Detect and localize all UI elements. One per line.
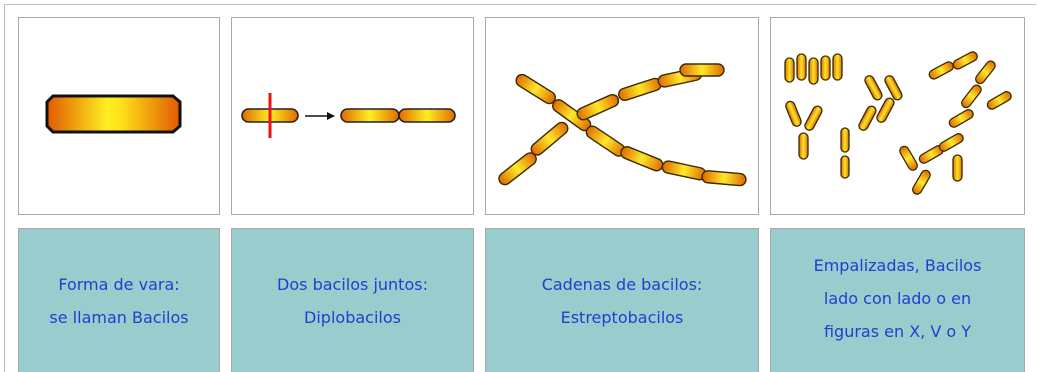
caption-estreptobacilos: Cadenas de bacilos: Estreptobacilos <box>485 228 759 372</box>
empalizada-illustration <box>784 51 1012 195</box>
x-bacillus <box>858 105 877 131</box>
bacilli-table-frame <box>4 4 1036 372</box>
caption-line: se llaman Bacilos <box>49 307 189 327</box>
diplobacilo-illustration <box>241 93 456 138</box>
caption-line: Diplobacilos <box>304 307 401 327</box>
cluster-bacillus <box>912 169 931 195</box>
bacilo-illustration <box>45 94 182 134</box>
chain-bacillus <box>620 146 664 172</box>
cluster-bacillus <box>952 154 963 182</box>
chain-bacillus <box>515 73 556 105</box>
chain-bacillus <box>948 109 974 128</box>
caption-diplobacilos: Dos bacilos juntos: Diplobacilos <box>231 228 474 372</box>
chain-bacillus <box>679 63 725 77</box>
v-bacillus <box>804 105 823 131</box>
arrow-head <box>327 112 335 120</box>
estreptobacilo-illustration <box>498 63 747 187</box>
chain-bacillus <box>986 91 1012 110</box>
single-bacillus <box>840 155 850 179</box>
caption-line: figuras en X, V o Y <box>823 322 972 341</box>
bacilo-image-cell <box>18 17 220 215</box>
palisade-bacillus <box>784 57 795 83</box>
palisade-bacillus <box>796 53 807 81</box>
caption-line: Cadenas de bacilos: <box>541 274 703 294</box>
chain-bacillus <box>701 170 747 187</box>
y-bacillus <box>798 132 809 160</box>
single-bacillus-shape <box>45 94 182 134</box>
palisade-bacillus <box>808 57 819 85</box>
caption-empalizadas: Empalizadas, Bacilos lado con lado o en … <box>770 228 1025 372</box>
diplo-bacillus-left <box>340 108 400 123</box>
caption-line: Empalizadas, Bacilos <box>813 256 982 275</box>
chain-bacillus <box>975 60 996 85</box>
chain-bacillus <box>576 93 620 121</box>
diplobacilo-image-cell <box>231 17 474 215</box>
caption-line: Forma de vara: <box>58 274 180 294</box>
diplo-bacillus-right <box>398 108 456 123</box>
single-bacillus <box>840 127 850 153</box>
chain-bacillus <box>661 160 707 181</box>
cluster-bacillus <box>899 145 918 171</box>
x-bacillus <box>864 75 883 101</box>
x-bacillus <box>876 97 895 123</box>
caption-line: lado con lado o en <box>823 289 972 308</box>
empalizada-image-cell <box>770 17 1025 215</box>
caption-line: Estreptobacilos <box>560 307 684 327</box>
v-bacillus <box>785 100 802 127</box>
palisade-bacillus <box>820 55 831 81</box>
chain-bacillus <box>961 84 982 109</box>
x-bacillus <box>884 75 903 101</box>
cluster-bacillus <box>938 133 964 152</box>
chain-bacillus <box>530 121 569 156</box>
chain-bacillus <box>498 152 537 186</box>
chain-bacillus <box>617 77 662 102</box>
caption-line: Dos bacilos juntos: <box>277 274 428 294</box>
chain-bacillus <box>952 51 978 70</box>
estreptobacilo-image-cell <box>485 17 759 215</box>
caption-bacilos: Forma de vara: se llaman Bacilos <box>18 228 220 372</box>
chain-bacillus <box>928 61 954 80</box>
palisade-bacillus <box>832 53 843 81</box>
